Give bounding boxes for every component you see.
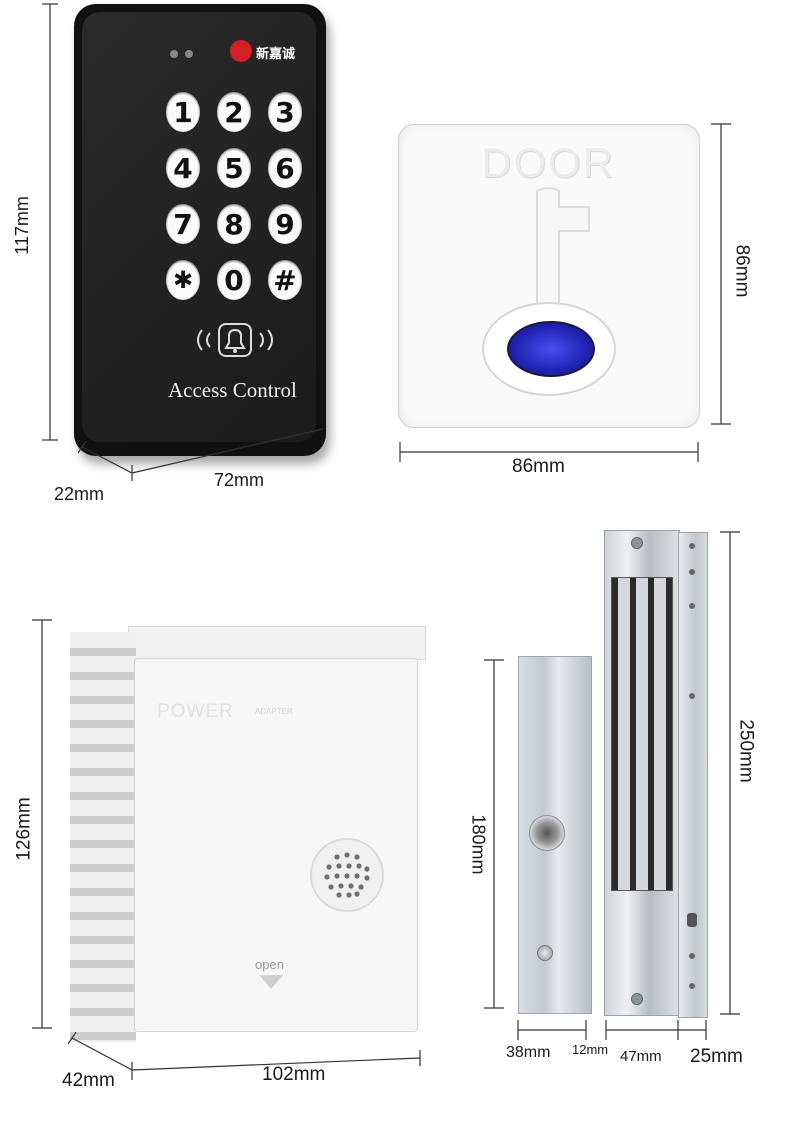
keypad-key-8[interactable]: 8 (217, 204, 251, 244)
keypad-key-2[interactable]: 2 (217, 92, 251, 132)
power-supply-fins (70, 632, 136, 1042)
power-supply-depth-label: 42mm (62, 1070, 115, 1091)
keypad-height-line (42, 3, 58, 441)
bracket-hole (689, 543, 695, 549)
keypad-key-1[interactable]: 1 (166, 92, 200, 132)
bell-icon (197, 323, 273, 357)
armature-depth-label: 12mm (572, 1042, 609, 1057)
power-supply-front: POWER ADAPTER open (134, 658, 418, 1032)
exit-button-led[interactable] (507, 321, 595, 377)
lock-height-line (720, 531, 740, 1015)
power-label: POWER (157, 701, 234, 722)
keypad-key-7[interactable]: 7 (166, 204, 200, 244)
keypad-key-6[interactable]: 6 (268, 148, 302, 188)
open-label: open (255, 957, 284, 972)
access-control-label: Access Control (168, 378, 297, 402)
lock-height-label: 250mm (735, 719, 757, 783)
bracket-hole (689, 603, 695, 609)
status-led (185, 50, 193, 58)
power-supply-height-line (32, 619, 52, 1029)
keypad-device: 新嘉诚 1 2 3 4 5 6 7 8 9 ✱ 0 # Access Contr… (74, 4, 326, 456)
lock-width-label: 47mm (620, 1048, 662, 1065)
keypad-key-0[interactable]: 0 (217, 260, 251, 300)
armature-height-label: 180mm (468, 814, 489, 875)
lock-screw (631, 993, 643, 1005)
exit-button-height-line (711, 123, 731, 425)
bracket-hole (687, 913, 697, 927)
power-supply-top (128, 626, 426, 660)
lock-width-lines (517, 1020, 707, 1040)
power-supply-width-line (68, 1032, 421, 1080)
power-supply-device: POWER ADAPTER open (70, 622, 426, 1052)
armature-pin (537, 945, 553, 961)
armature-width-label: 38mm (506, 1044, 551, 1061)
exit-button-width-label: 86mm (512, 456, 565, 477)
keypad-key-9[interactable]: 9 (268, 204, 302, 244)
brand-logo-icon (230, 40, 252, 62)
keypad-depth-label: 22mm (54, 484, 105, 504)
adapter-label: ADAPTER (255, 707, 293, 716)
bracket-hole (689, 569, 695, 575)
keypad-key-hash[interactable]: # (268, 260, 302, 300)
power-supply-width-label: 102mm (262, 1064, 326, 1085)
lock-depth-label: 25mm (690, 1046, 743, 1067)
magnetic-lock-body (604, 530, 708, 1018)
bracket-hole (689, 983, 695, 989)
electromagnet-face (611, 577, 673, 891)
armature-plate (518, 656, 592, 1014)
exit-button-height-label: 86mm (731, 244, 753, 298)
brand-name: 新嘉诚 (256, 47, 296, 62)
door-label: DOOR (481, 139, 615, 186)
keypad-height-label: 117mm (11, 196, 32, 255)
bracket-hole (689, 693, 695, 699)
exit-button-device: DOOR (398, 124, 700, 428)
keypad-face: 新嘉诚 1 2 3 4 5 6 7 8 9 ✱ 0 # Access Contr… (82, 12, 316, 442)
keypad-key-4[interactable]: 4 (166, 148, 200, 188)
keypad-width-line (78, 428, 324, 481)
armature-height-line (484, 659, 504, 1009)
keypad-key-3[interactable]: 3 (268, 92, 302, 132)
status-led (170, 50, 178, 58)
keypad-key-star[interactable]: ✱ (166, 260, 200, 300)
armature-screw-hole (529, 815, 565, 851)
keypad-key-5[interactable]: 5 (217, 148, 251, 188)
power-supply-height-label: 126mm (13, 797, 35, 861)
keypad-width-label: 72mm (214, 470, 265, 490)
vent-grille-icon (310, 838, 384, 912)
mounting-bracket (678, 532, 708, 1018)
bracket-hole (689, 953, 695, 959)
exit-button-width-line (399, 442, 699, 462)
open-arrow-icon[interactable] (259, 975, 283, 989)
magnetic-lock-core (604, 530, 680, 1016)
lock-screw (631, 537, 643, 549)
